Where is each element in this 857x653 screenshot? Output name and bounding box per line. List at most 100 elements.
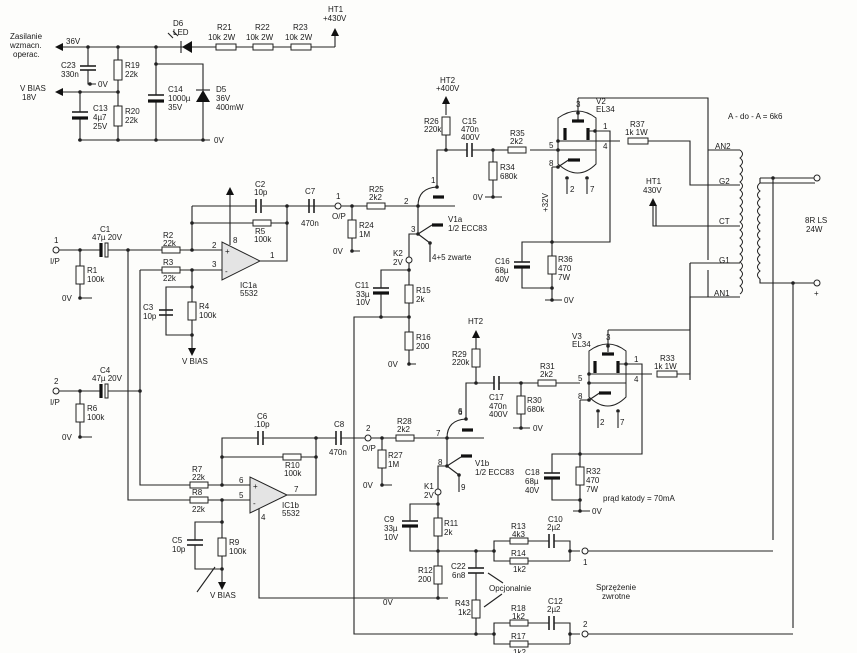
v1b-pin-k: 8 [438,458,443,467]
d6-name: D6 [173,19,184,28]
c15-value: 470n [461,125,479,134]
c18-gnd: 0V [592,507,602,516]
r29-value: 220k [452,358,470,367]
ht1-arrow-icon [331,28,339,36]
k2-testpoint[interactable] [405,256,413,264]
tap-an2: AN2 [715,142,731,151]
c15-name: C15 [462,117,477,126]
r32-name: R32 [586,467,601,476]
r5-resistor [252,219,272,227]
tap-ct: CT [719,217,730,226]
r34-resistor [488,161,498,181]
c5-name: C5 [172,536,183,545]
v3-driver-section: HT2 R29 220k C17 470n 400V 6 R30 680k 0V… [452,263,708,516]
r33-resistor [656,370,678,378]
feedback-terminal-1[interactable] [581,547,589,555]
c9-name: C9 [384,515,395,524]
r11-value: 2k [444,528,453,537]
r1-value: 100k [87,275,105,284]
r22-name: R22 [255,23,270,32]
r18-value: 1k2 [512,612,525,621]
d5-rating: 400mW [216,103,244,112]
ic1a-pin-pwr: 8 [233,236,238,245]
r10-resistor [282,453,302,461]
v3-pin-4: 4 [634,375,639,384]
ht1-xfmr-name: HT1 [646,177,662,186]
r31-resistor [537,379,557,387]
k1-testpoint[interactable] [434,488,442,496]
c11-value: 33µ [356,290,370,299]
r31-value: 2k2 [540,370,553,379]
c16-gnd: 0V [564,296,574,305]
r30-resistor [516,395,526,415]
v36-label: 36V [66,37,81,46]
r27-value: 1M [388,460,399,469]
c18-value: 68µ [525,477,539,486]
vbias2-arrow-icon [218,582,226,590]
v1a-pin-a: 1 [431,176,436,185]
r24-name: R24 [359,221,374,230]
op2-pin: 2 [366,424,371,433]
input2-pin: 2 [54,377,59,386]
transformer-impedance: A - do - A = 6k6 [728,112,783,121]
speaker-terminal-plus[interactable] [813,279,821,287]
r35-resistor [507,146,527,154]
op2-label: O/P [362,444,376,453]
ic1a-pin-out: 1 [270,251,275,260]
c14-name: C14 [168,85,183,94]
r13-value: 4k3 [512,530,525,539]
v3-pin-5: 5 [578,374,583,383]
ic1b-pin-minus: 5 [239,491,244,500]
c14-value: 1000µ [168,94,191,103]
v1a-triode-section: 2 3 1 V1a 1/2 ECC83 4+5 zwarte K2 2V C11… [353,176,488,580]
v2-pin-3: 3 [576,100,581,109]
r8-value: 22k [192,505,206,514]
ht1-name: HT1 [328,5,344,14]
r8-name: R8 [192,488,203,497]
r23-resistor [290,43,312,51]
r21-name: R21 [217,23,232,32]
ht1-value: +430V [323,14,347,23]
r27-name: R27 [388,451,403,460]
r21-resistor [215,43,237,51]
v1b-anode-pin: 6 [458,408,463,417]
input2-label: I/P [50,398,60,407]
input2-terminal[interactable] [52,387,60,395]
d5-zener-icon [196,90,210,102]
speaker-plus: + [814,289,819,298]
feedback-terminal-2[interactable] [581,630,589,638]
r22-value: 10k 2W [246,33,274,42]
c6-name: C6 [257,412,268,421]
input1-terminal[interactable] [52,246,60,254]
r28-resistor [395,434,415,442]
r37-name: R37 [630,120,645,129]
supply-arrow-icon [55,43,63,51]
ic1b-plus: + [253,482,258,491]
ic1a-pin-plus: 2 [212,241,217,250]
ic1a-power-arrow-icon [226,187,234,195]
r27-resistor [377,449,387,469]
ht2b-arrow-icon [472,330,480,338]
d5-value: 36V [216,94,231,103]
op1-terminal[interactable] [334,202,342,210]
vbias1-label: V BIAS [182,357,208,366]
feedback-pin-1: 1 [583,558,588,567]
speaker-label-2: 24W [806,225,823,234]
v2-pin-7: 7 [590,185,595,194]
r13-resistor [509,537,529,545]
r1-gnd: 0V [62,294,72,303]
c16-rating: 40V [495,275,510,284]
speaker-terminal-minus[interactable] [813,174,821,182]
ht1-transformer-arrow-icon [649,198,657,206]
v2-pin-8: 8 [549,159,554,168]
r36-resistor [547,255,557,275]
c6-value: .10p [254,420,270,429]
power-supply-section: Zasilanie wzmacn. operac. 36V C23 330n 0… [9,5,347,145]
r10-name: R10 [285,461,300,470]
feedback-pin-2: 2 [583,620,588,629]
r8-resistor [189,496,209,504]
ic1a-minus: - [225,267,228,276]
op2-terminal[interactable] [364,434,372,442]
c3-value: 10p [143,312,157,321]
r25-resistor [366,202,386,210]
